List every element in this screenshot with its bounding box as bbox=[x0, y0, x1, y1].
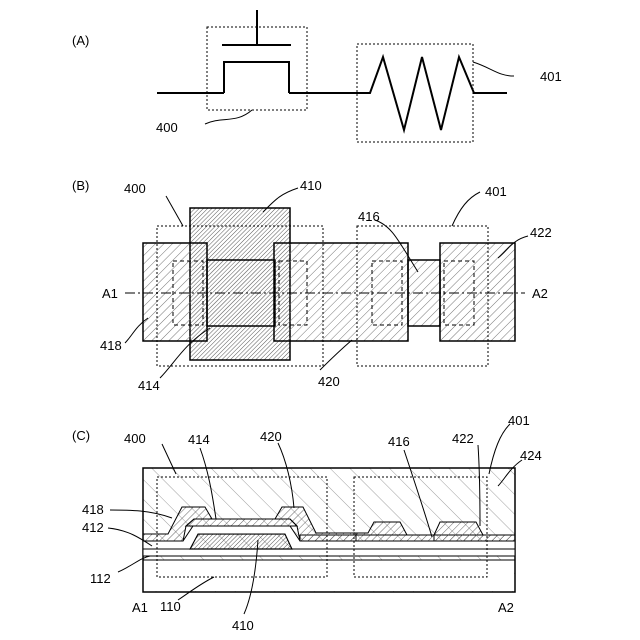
electrode-418 bbox=[143, 243, 207, 341]
label-420-c: 420 bbox=[260, 429, 282, 444]
leader-401-c bbox=[489, 424, 510, 474]
label-414-c: 414 bbox=[188, 432, 210, 447]
label-414-b: 414 bbox=[138, 378, 160, 393]
label-418-b: 418 bbox=[100, 338, 122, 353]
layer-112 bbox=[143, 549, 515, 556]
label-410-c: 410 bbox=[232, 618, 254, 633]
resistor-region-box bbox=[357, 44, 473, 142]
leader-400-b bbox=[166, 196, 183, 226]
label-420-b: 420 bbox=[318, 374, 340, 389]
label-401-a: 401 bbox=[540, 69, 562, 84]
label-416-b: 416 bbox=[358, 209, 380, 224]
panel-b-tag: (B) bbox=[72, 178, 89, 193]
panel-a-tag: (A) bbox=[72, 33, 89, 48]
substrate-110 bbox=[144, 560, 514, 591]
label-422-c: 422 bbox=[452, 431, 474, 446]
label-a1-b: A1 bbox=[102, 286, 118, 301]
label-a1-c: A1 bbox=[132, 600, 148, 615]
label-416-c: 416 bbox=[388, 434, 410, 449]
label-400-b: 400 bbox=[124, 181, 146, 196]
label-a2-c: A2 bbox=[498, 600, 514, 615]
label-410-b: 410 bbox=[300, 178, 322, 193]
leader-420-b bbox=[320, 340, 352, 370]
label-412-c: 412 bbox=[82, 520, 104, 535]
label-400-c: 400 bbox=[124, 431, 146, 446]
label-400-a: 400 bbox=[156, 120, 178, 135]
electrode-420 bbox=[274, 243, 408, 341]
electrode-422 bbox=[440, 243, 515, 341]
transistor-symbol bbox=[157, 10, 357, 93]
panel-c-tag: (C) bbox=[72, 428, 90, 443]
label-112-c: 112 bbox=[90, 571, 111, 586]
panel-a-circuit: (A) 400 401 bbox=[72, 10, 562, 142]
semiconductor-414-c bbox=[186, 519, 297, 526]
label-418-c: 418 bbox=[82, 502, 104, 517]
label-110-c: 110 bbox=[160, 599, 181, 614]
label-424-c: 424 bbox=[520, 448, 542, 463]
label-401-b: 401 bbox=[485, 184, 507, 199]
panel-c-cross-section: (C) bbox=[72, 413, 542, 633]
leader-401-b bbox=[452, 192, 480, 226]
resistor-symbol bbox=[357, 57, 507, 130]
panel-b-layout: (B) A1 A2 bbox=[72, 178, 552, 393]
label-a2-b: A2 bbox=[532, 286, 548, 301]
gate-410-c bbox=[190, 534, 292, 549]
leader-401-a bbox=[473, 62, 514, 76]
label-422-b: 422 bbox=[530, 225, 552, 240]
label-401-c: 401 bbox=[508, 413, 530, 428]
leader-400-a bbox=[205, 110, 252, 124]
